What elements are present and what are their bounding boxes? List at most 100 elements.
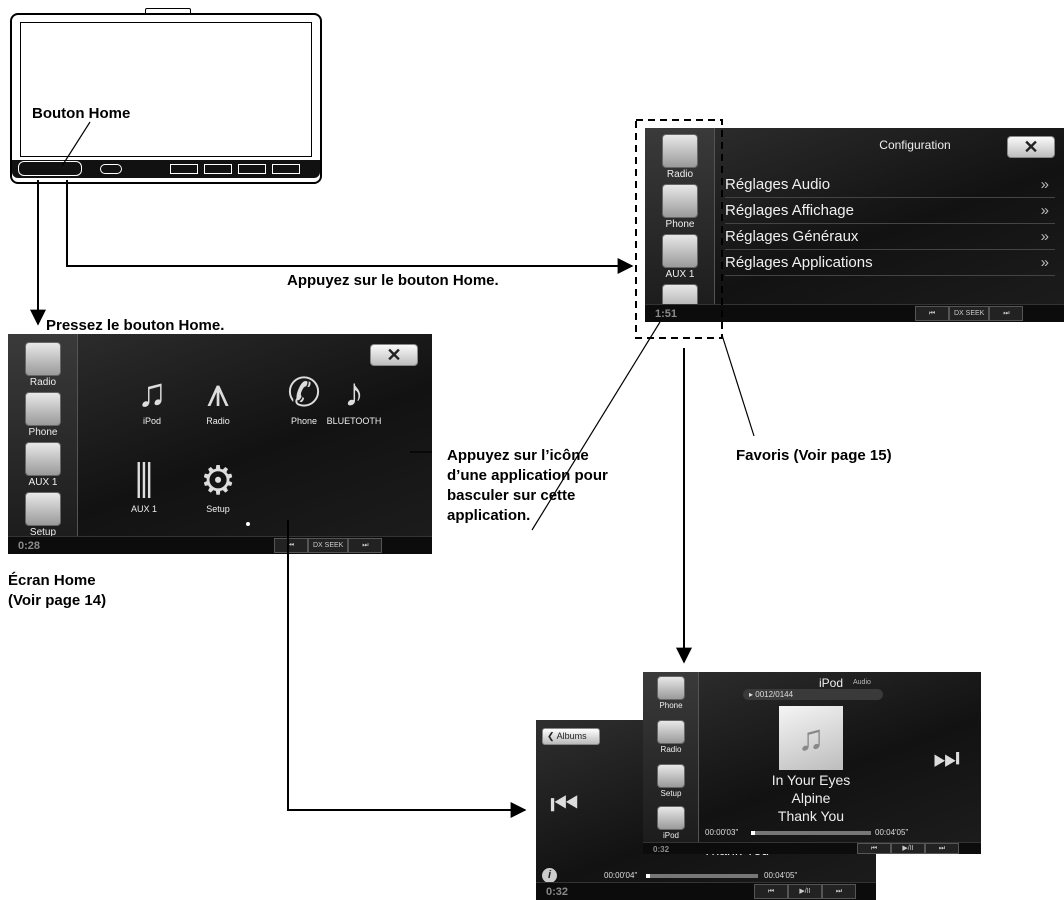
sidebar-item-aux[interactable]: AUX 1 [651,234,709,280]
menu-item-label: Réglages Audio [725,176,831,193]
chevron-right-icon: » [1040,202,1049,219]
press-home-alt-callout: Pressez le bouton Home. [46,317,225,334]
previous-button[interactable]: ⏮ [915,306,949,321]
menu-item-display[interactable]: Réglages Affichage » [725,200,1055,224]
dx-seek-button[interactable]: DX SEEK [308,538,349,553]
radio-tower-icon [25,342,61,376]
radio-tower-icon [662,134,698,168]
menu-item-audio[interactable]: Réglages Audio» [725,174,1055,198]
app-icon-setup[interactable]: ⚙ Setup [178,458,258,514]
home-screen-caption-line: Écran Home [8,572,96,589]
music-note-icon [657,806,685,830]
sidebar-item-radio[interactable]: Radio [651,134,709,180]
tap-icon-line: basculer sur cette [447,487,576,504]
app-icon-ipod[interactable]: ♫ iPod [112,370,192,426]
next-button[interactable]: ⏭ [822,884,856,899]
sidebar-item-label: iPod [662,831,679,840]
ipod-sidebar: Phone Radio Setup iPod [643,672,699,854]
music-note-icon: ♫ [137,371,167,415]
song-title: In Your Eyes [771,772,851,788]
previous-button[interactable]: ⏮ [754,884,788,899]
setup-icon [657,764,685,788]
phone-icon [25,392,61,426]
play-pause-button[interactable]: ▶/II [788,884,822,899]
home-sidebar: Radio Phone AUX 1 Setup [8,334,78,554]
next-button[interactable]: ⏭ [348,538,383,553]
home-screen-caption: Écran Home (Voir page 14) [8,571,106,611]
sidebar-item-phone[interactable]: Phone [647,676,695,710]
sidebar-item-setup[interactable]: Setup [647,764,695,798]
head-unit-button[interactable] [204,164,232,174]
arrow-to-config [66,180,634,274]
head-unit-button[interactable] [272,164,300,174]
app-label: Radio [206,416,230,426]
setup-icon [25,492,61,526]
app-label: iPod [142,416,161,426]
sidebar-item-label: Radio [660,745,682,754]
home-button[interactable] [18,161,82,176]
previous-button[interactable]: ⏮ [857,843,891,854]
close-button[interactable]: ✕ [370,344,418,366]
sidebar-item-phone[interactable]: Phone [651,184,709,230]
dx-seek-button[interactable]: DX SEEK [949,306,990,321]
info-icon[interactable]: i [542,868,557,883]
sidebar-item-aux[interactable]: AUX 1 [14,442,72,488]
rca-plug-icon [25,442,61,476]
app-icon-radio[interactable]: ⩚ Radio [178,370,258,426]
menu-item-label: Réglages Affichage [725,202,854,219]
album-art: ♫ [779,706,843,770]
arrow-to-ipod-back [287,520,527,818]
app-icon-bluetooth[interactable]: ♪ BLUETOOTH [314,370,394,426]
chevron-right-icon: » [1040,228,1049,245]
next-track-icon[interactable]: ⏭ [933,742,960,775]
menu-item-applications[interactable]: Réglages Applications» [725,252,1055,276]
next-button[interactable]: ⏭ [989,306,1024,321]
transport-controls: ⏮ ▶/II ⏭ [754,884,856,899]
close-button[interactable]: ✕ [1007,136,1055,158]
app-label: AUX 1 [130,504,157,514]
albums-back-button[interactable]: ❮ Albums [542,728,600,745]
press-home-callout: Appuyez sur le bouton Home. [287,272,499,289]
play-indicator-icon: ▸ [749,690,754,699]
next-button[interactable]: ⏭ [925,843,959,854]
elapsed-time: 00:00'03" [705,828,739,837]
home-screen: Radio Phone AUX 1 Setup ✕ ♫ iPod ⩚ Radio… [8,334,432,554]
menu-item-general[interactable]: Réglages Généraux» [725,226,1055,250]
app-icon-phone[interactable]: ✆ Phone [264,370,344,426]
app-icon-aux[interactable]: ⫼ AUX 1 [104,458,184,514]
clock: 0:28 [18,540,41,552]
previous-button[interactable]: ⏮ [274,538,308,553]
head-unit-button[interactable] [170,164,198,174]
elapsed-time: 00:00'04" [604,871,638,880]
head-unit-knob[interactable] [100,164,122,174]
chevron-right-icon: » [1040,254,1049,271]
radio-tower-icon: ⩚ [206,371,230,415]
head-unit-button[interactable] [238,164,266,174]
sidebar-item-label: Setup [29,527,57,538]
head-unit-display [20,22,312,157]
clock: 0:32 [546,886,569,898]
sidebar-item-label: AUX 1 [665,269,695,280]
phone-icon [662,184,698,218]
clock: 1:51 [655,308,678,320]
tap-icon-callout: Appuyez sur l’icône d’une application po… [447,446,667,526]
total-time: 00:04'05" [764,871,798,880]
sidebar-item-radio[interactable]: Radio [647,720,695,754]
play-pause-button[interactable]: ▶/II [891,843,925,854]
page-title: Configuration [879,138,951,152]
sidebar-item-radio[interactable]: Radio [14,342,72,388]
bluetooth-icon: ♪ [344,371,364,415]
phone-icon [657,676,685,700]
app-label: BLUETOOTH [326,416,382,426]
tap-icon-line: Appuyez sur l’icône [447,447,589,464]
sidebar-item-setup[interactable]: Setup [14,492,72,538]
previous-track-icon[interactable]: ⏮ [550,786,579,822]
page-indicator-dot [246,522,250,526]
sidebar-item-label: Phone [659,701,683,710]
artist-name: Alpine [791,790,831,806]
sidebar-item-ipod[interactable]: iPod [647,806,695,840]
sidebar-item-phone[interactable]: Phone [14,392,72,438]
sidebar-item-label: Radio [29,377,57,388]
home-screen-caption-line: (Voir page 14) [8,592,107,609]
rca-plug-icon [662,234,698,268]
